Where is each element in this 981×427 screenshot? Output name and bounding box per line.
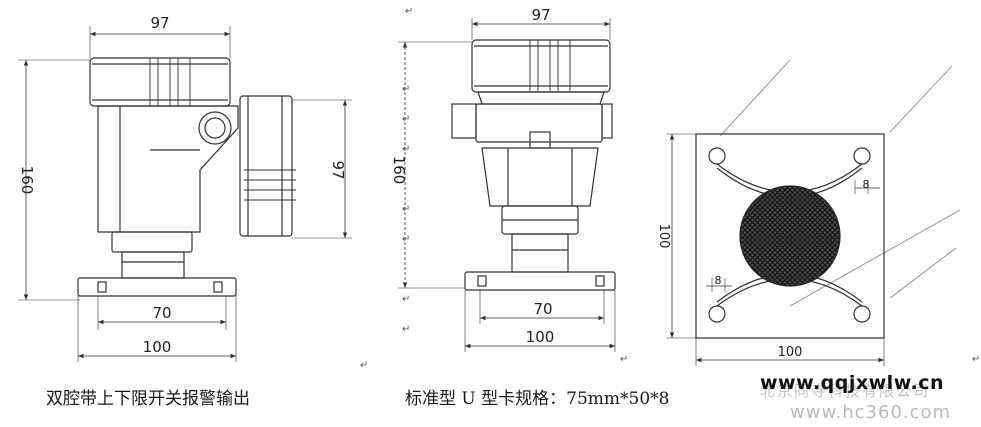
svg-text:↵: ↵ <box>402 324 410 335</box>
caption-u-bracket-spec: 标准型 U 型卡规格：75mm*50*8 <box>405 389 670 409</box>
plate-height-label: 100 <box>656 224 671 249</box>
caption-double-cavity: 双腔带上下限开关报警输出 <box>46 389 250 409</box>
left-view-transmitter <box>18 26 352 362</box>
svg-text:↵: ↵ <box>972 354 980 365</box>
svg-text:↵: ↵ <box>405 6 413 17</box>
left-total-height-label: 160 <box>18 166 36 195</box>
svg-text:↵: ↵ <box>620 354 628 365</box>
mesh-circle <box>739 185 841 287</box>
svg-text:↵: ↵ <box>402 294 410 305</box>
left-flange-outer-label: 100 <box>143 338 172 356</box>
svg-text:↵: ↵ <box>402 234 410 245</box>
mid-top-width-label: 97 <box>531 6 550 24</box>
svg-text:↵: ↵ <box>402 84 410 95</box>
left-top-width-label: 97 <box>150 14 169 32</box>
left-side-height-label: 97 <box>329 160 347 179</box>
watermark-url: www.qqjxwlw.cn <box>760 372 945 394</box>
svg-text:↵: ↵ <box>402 114 410 125</box>
watermark-site: www.hc360.com <box>790 402 952 423</box>
mid-flange-inner-label: 70 <box>533 300 552 318</box>
slot-width-top-label: 8 <box>863 178 870 191</box>
left-flange-inner-label: 70 <box>152 304 171 322</box>
mid-flange-outer-label: 100 <box>526 328 555 346</box>
svg-text:↵: ↵ <box>402 144 410 155</box>
svg-text:↵: ↵ <box>360 360 368 371</box>
plate-width-label: 100 <box>778 345 803 360</box>
svg-text:↵: ↵ <box>402 204 410 215</box>
middle-view-transmitter <box>398 18 616 352</box>
slot-width-bottom-label: 8 <box>715 274 722 287</box>
mid-total-height-label: 160 <box>390 156 408 185</box>
return-marks: ↵ ↵ ↵ ↵ ↵ ↵ ↵ ↵ ↵ ↵ ↵ <box>360 6 980 371</box>
watermark-company: 北京同寺科技有限公司 <box>760 382 931 400</box>
